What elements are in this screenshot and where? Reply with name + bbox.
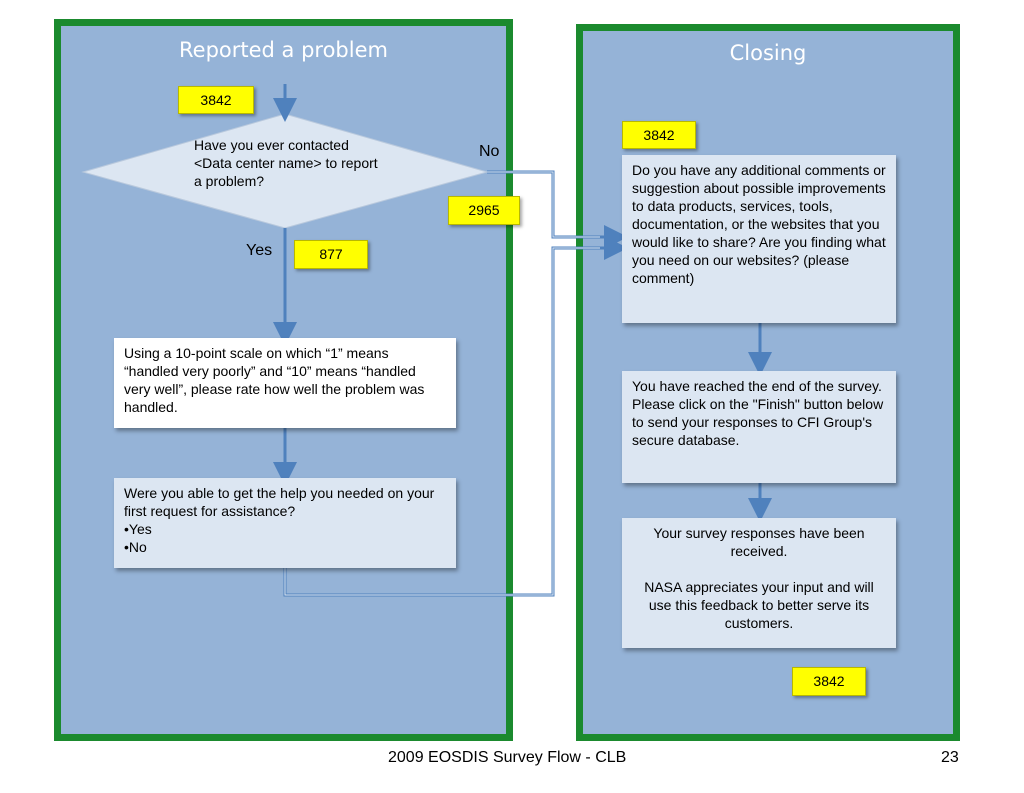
- tag-no-branch: 2965: [448, 196, 520, 225]
- no-label: No: [479, 143, 500, 160]
- left-panel-title: Reported a problem: [179, 38, 388, 62]
- comments-question-box: Do you have any additional comments or s…: [622, 155, 896, 323]
- footer-title: 2009 EOSDIS Survey Flow - CLB: [388, 749, 627, 766]
- tag-left-top: 3842: [178, 86, 254, 114]
- tag-yes-branch: 877: [294, 240, 368, 269]
- responses-received-box: Your survey responses have been received…: [622, 518, 896, 648]
- rating-question-box: Using a 10-point scale on which “1” mean…: [114, 338, 456, 428]
- right-panel-title: Closing: [729, 41, 807, 65]
- tag-right-bottom: 3842: [792, 667, 866, 696]
- end-of-survey-box: You have reached the end of the survey. …: [622, 371, 896, 483]
- page-number: 23: [941, 749, 959, 766]
- yes-label: Yes: [246, 242, 273, 259]
- decision-question: Have you ever contacted <Data center nam…: [194, 137, 378, 189]
- help-question-box: Were you able to get the help you needed…: [114, 478, 456, 568]
- tag-right-top: 3842: [622, 121, 696, 149]
